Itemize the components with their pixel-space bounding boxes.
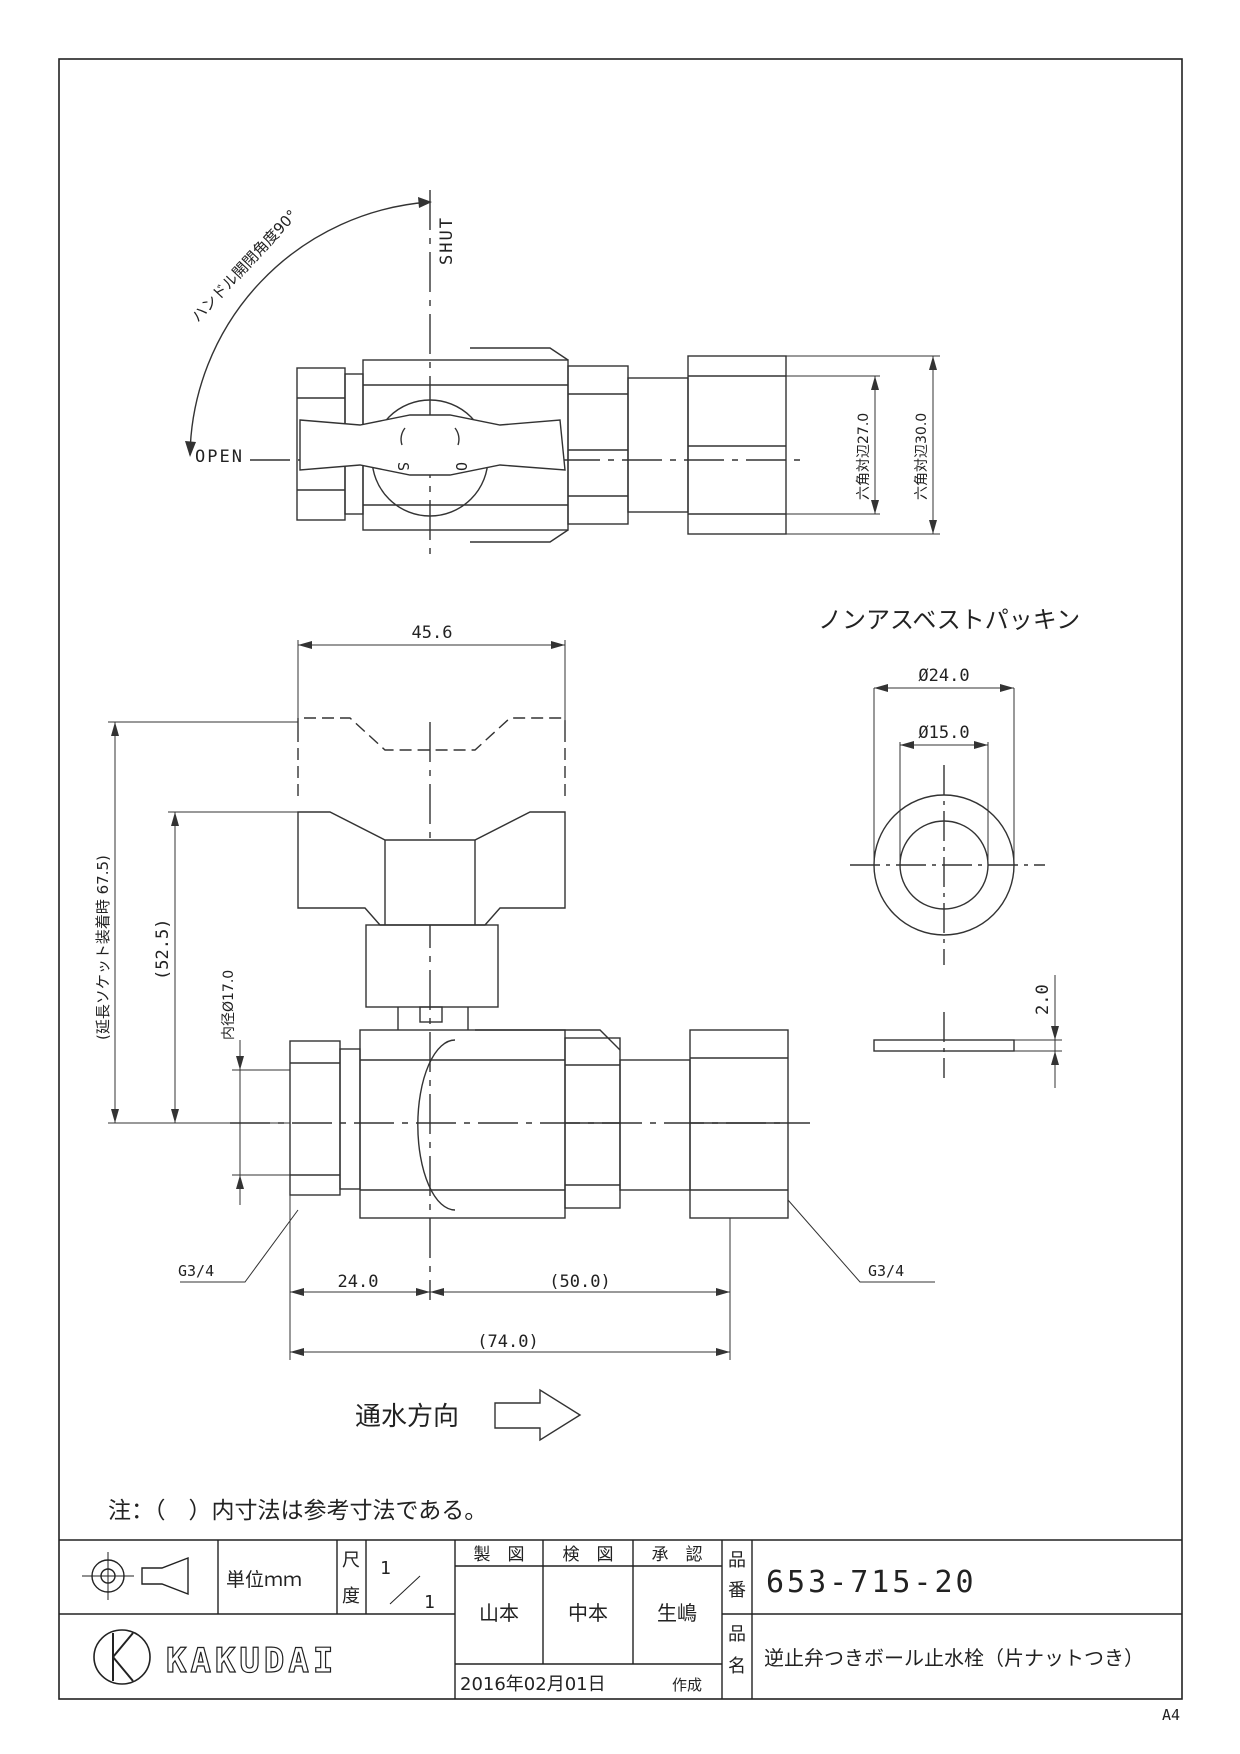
hex30-label: 六角対辺30.0	[914, 413, 930, 500]
valve-stem	[365, 924, 499, 1008]
part-no-label-2: 番	[728, 1580, 746, 1601]
right-thread-leader	[787, 1199, 935, 1283]
open-handle-dashed	[297, 717, 566, 800]
handle-angle-label: ハンドル開閉角度90°	[188, 206, 301, 325]
paper-size: A4	[1162, 1706, 1180, 1724]
created-label: 作成	[672, 1676, 702, 1694]
part-name-label-1: 品	[728, 1624, 746, 1645]
gasket-thickness: 2.0	[1033, 984, 1053, 1015]
title-block	[59, 1539, 1182, 1699]
drawing-border	[58, 58, 1183, 1700]
scale-label-1: 尺	[342, 1550, 360, 1571]
reference-note: 注：（ ）内寸法は参考寸法である。	[108, 1498, 487, 1524]
thread-right-label: G3/4	[868, 1262, 904, 1280]
checked-by: 中本	[568, 1601, 608, 1625]
shut-label: SHUT	[437, 216, 457, 265]
dim-24: 24.0	[338, 1272, 379, 1292]
left-thread-leader	[180, 1209, 299, 1283]
gasket-view	[850, 684, 1062, 1088]
third-angle-projection-icon	[82, 1552, 189, 1600]
dim-52-5: (52.5)	[153, 919, 173, 980]
dim-74: (74.0)	[477, 1332, 538, 1352]
part-no-label-1: 品	[728, 1550, 746, 1571]
dim-50: (50.0)	[549, 1272, 610, 1292]
part-name-label-2: 名	[728, 1656, 746, 1677]
drawn-by: 山本	[479, 1601, 519, 1625]
open-label: OPEN	[195, 447, 244, 467]
col-approved: 承 認	[652, 1545, 703, 1565]
handle-angle-arc	[189, 201, 431, 456]
scale-label-2: 度	[342, 1586, 360, 1607]
kakudai-logo-icon	[93, 1629, 151, 1685]
approved-by: 生嶋	[657, 1601, 697, 1625]
union-nut	[689, 1029, 789, 1219]
o-mark: O	[452, 462, 470, 471]
flow-arrow	[494, 1388, 582, 1442]
gasket-inner-dia: Ø15.0	[918, 723, 969, 743]
brand-name: KAKUDAI	[166, 1641, 337, 1681]
dim-45-6: 45.6	[412, 623, 453, 643]
top-handle	[299, 414, 566, 476]
unit-label: 単位ｍｍ	[226, 1569, 302, 1591]
thread-left-label: G3/4	[178, 1262, 214, 1280]
gasket-outer-dia: Ø24.0	[918, 666, 969, 686]
front-view	[108, 640, 935, 1442]
col-drawn: 製 図	[474, 1545, 525, 1565]
flow-direction-label: 通水方向	[355, 1402, 459, 1432]
front-handle	[297, 811, 566, 926]
hex27-label: 六角対辺27.0	[856, 413, 872, 500]
dim-extended: (延長ソケット装着時 67.5)	[94, 855, 112, 1040]
arc-arrow-top	[418, 197, 432, 208]
left-thread-end	[289, 1040, 341, 1196]
part-number: 653-715-20	[766, 1565, 977, 1600]
scale-value-num: 1	[380, 1558, 391, 1579]
part-name: 逆止弁つきボール止水栓（片ナットつき）	[764, 1646, 1144, 1670]
dim-inner: 内径Ø17.0	[221, 970, 237, 1040]
arc-arrow-left	[185, 441, 196, 457]
gasket-title: ノンアスベストパッキン	[818, 606, 1080, 634]
s-mark: S	[394, 462, 412, 471]
col-checked: 検 図	[563, 1545, 614, 1565]
top-view	[185, 190, 940, 555]
scale-value-den: 1	[424, 1592, 435, 1613]
create-date: 2016年02月01日	[460, 1674, 606, 1695]
